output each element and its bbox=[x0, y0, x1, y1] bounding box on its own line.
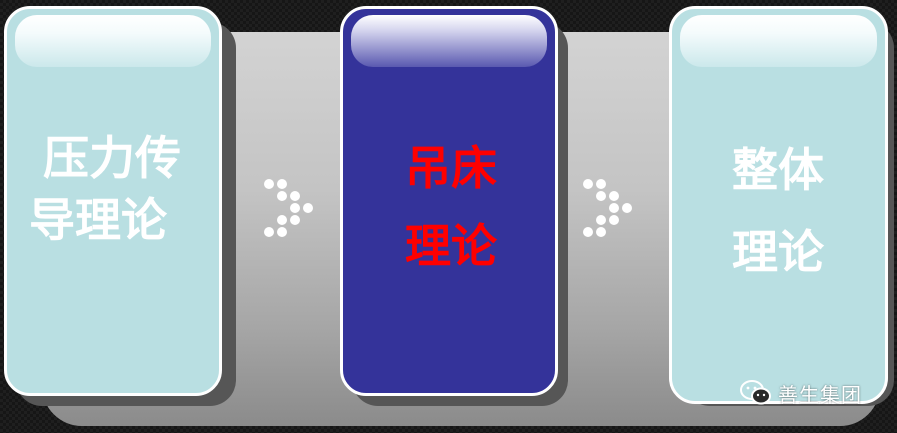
card-gloss bbox=[15, 15, 211, 67]
dotted-arrow-icon bbox=[583, 179, 632, 237]
card-title-line-1: 吊床 bbox=[405, 141, 497, 195]
card-title-line-2: 导理论 bbox=[29, 193, 167, 247]
card-pressure-conduction: 压力传 导理论 bbox=[4, 6, 222, 396]
card-title-line-2: 理论 bbox=[732, 225, 824, 279]
wechat-icon bbox=[740, 380, 771, 405]
dotted-arrow-icon bbox=[264, 179, 313, 237]
card-holistic: 整体 理论 bbox=[669, 6, 888, 404]
card-title-line-1: 压力传 bbox=[43, 131, 181, 185]
card-title: 整体 理论 bbox=[732, 129, 824, 293]
watermark-text: 善生集团 bbox=[778, 382, 862, 407]
watermark: 善生集团 bbox=[740, 378, 862, 408]
card-title-line-1: 整体 bbox=[732, 143, 824, 197]
card-title: 吊床 理论 bbox=[405, 129, 497, 285]
card-title: 压力传 导理论 bbox=[29, 127, 181, 251]
card-gloss bbox=[680, 15, 877, 67]
card-hammock: 吊床 理论 bbox=[340, 6, 558, 396]
card-title-line-2: 理论 bbox=[405, 219, 497, 273]
card-gloss bbox=[351, 15, 547, 67]
